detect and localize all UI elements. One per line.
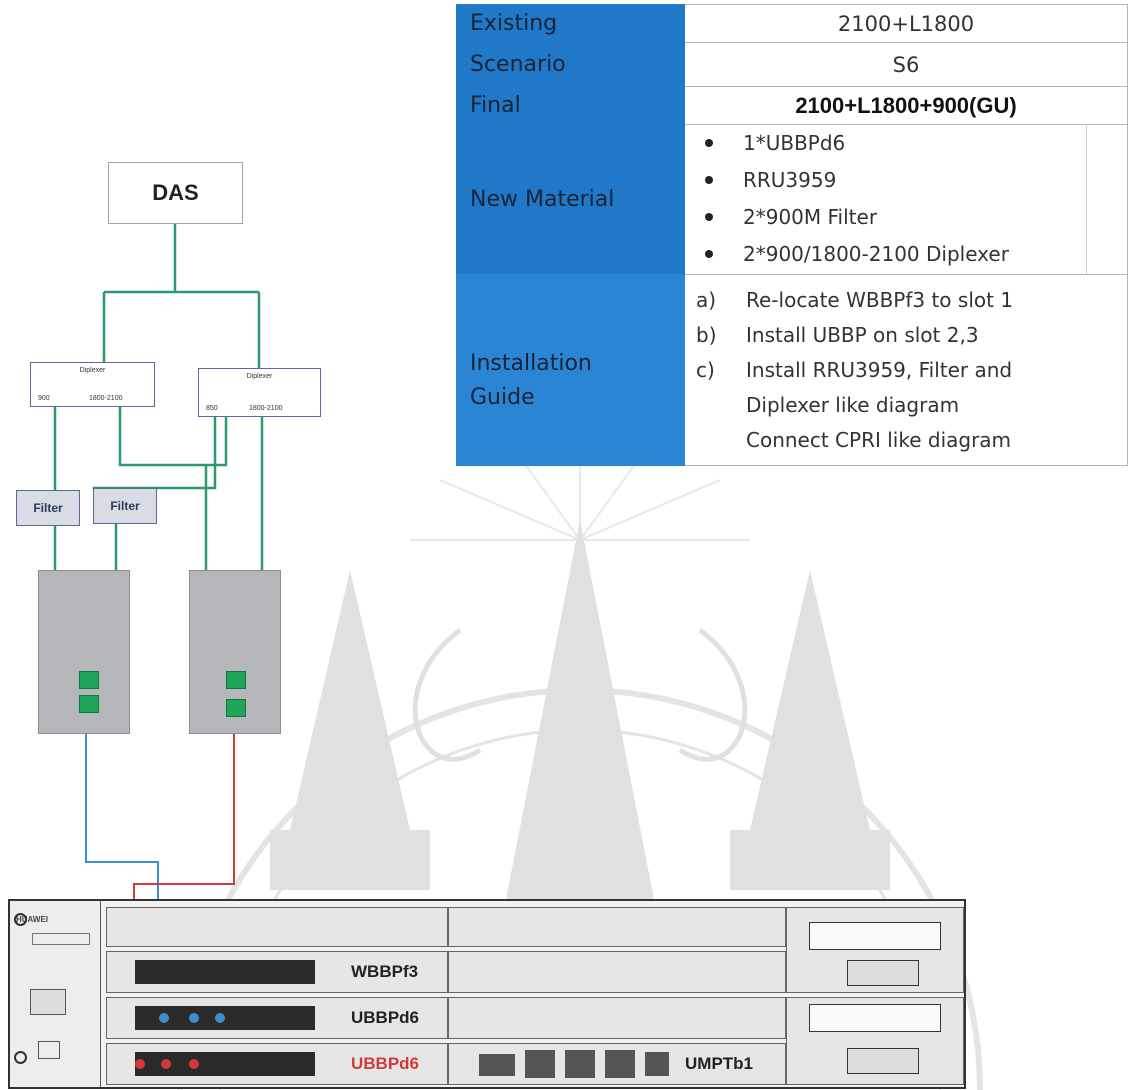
diplexer-port-label: 1800-2100 (89, 395, 122, 402)
rru-port-icon (79, 695, 99, 713)
diplexer-port-label: 1800-2100 (249, 405, 282, 412)
screw-icon (14, 913, 27, 926)
bbu-slot-5 (448, 951, 786, 993)
bbu-slot-0 (106, 907, 448, 947)
filter-box-left: Filter (16, 490, 80, 526)
bbu-slot-9 (786, 997, 964, 1085)
diplexer-title: Diplexer (199, 373, 320, 380)
transmission-port-icon (645, 1052, 669, 1076)
screw-icon (14, 1051, 27, 1064)
transmission-port-icon (565, 1050, 595, 1078)
usb-port-icon (479, 1054, 515, 1076)
board-label-wbbpf3: WBBPf3 (351, 962, 418, 982)
fiber-port-icon (161, 1059, 171, 1069)
bbu-slot-1: WBBPf3 (106, 951, 448, 993)
diplexer-port-label: 900 (38, 395, 50, 402)
rru-left (38, 570, 130, 734)
bbu-slot-3: UBBPd6 (106, 1043, 448, 1085)
fiber-port-icon (189, 1013, 199, 1023)
board-label-umptb1: UMPTb1 (685, 1054, 753, 1074)
fan-badge-icon (30, 989, 66, 1015)
bbu-power-panel: HUAWEI (10, 901, 101, 1087)
serial-port-icon (847, 1048, 919, 1074)
label-plate (32, 933, 90, 945)
transmission-port-icon (525, 1050, 555, 1078)
bbu-slot-8 (786, 907, 964, 993)
fiber-port-icon (215, 1013, 225, 1023)
bbu-rack: HUAWEI WBBPf3 UBBPd6 UBBPd6 UMPTb1 (8, 899, 966, 1089)
rru-port-icon (226, 671, 246, 689)
fiber-port-icon (189, 1059, 199, 1069)
bbu-slot-4 (448, 907, 786, 947)
rru-port-icon (79, 671, 99, 689)
bbu-slot-6 (448, 997, 786, 1039)
rru-right (189, 570, 281, 734)
bbu-slot-7: UMPTb1 (448, 1043, 786, 1085)
transmission-port-icon (605, 1050, 635, 1078)
diplexer-port-label: 850 (206, 405, 218, 412)
fiber-port-icon (159, 1013, 169, 1023)
serial-port-icon (847, 960, 919, 986)
filter-label: Filter (33, 501, 62, 515)
board-label-ubbpd6-new: UBBPd6 (351, 1054, 419, 1074)
diplexer-title: Diplexer (31, 367, 154, 374)
ethernet-ports-icon (809, 1004, 941, 1032)
bbu-slot-2: UBBPd6 (106, 997, 448, 1039)
filter-box-right: Filter (93, 488, 157, 524)
rru-port-icon (226, 699, 246, 717)
das-box: DAS (108, 162, 243, 224)
filter-label: Filter (110, 499, 139, 513)
das-label: DAS (152, 180, 198, 206)
power-switch-icon (38, 1041, 60, 1059)
board-panel (135, 960, 315, 984)
ethernet-ports-icon (809, 922, 941, 950)
board-label-ubbpd6: UBBPd6 (351, 1008, 419, 1028)
diplexer-left: Diplexer 900 1800-2100 (30, 362, 155, 407)
fiber-port-icon (135, 1059, 145, 1069)
diplexer-right: Diplexer 850 1800-2100 (198, 368, 321, 417)
